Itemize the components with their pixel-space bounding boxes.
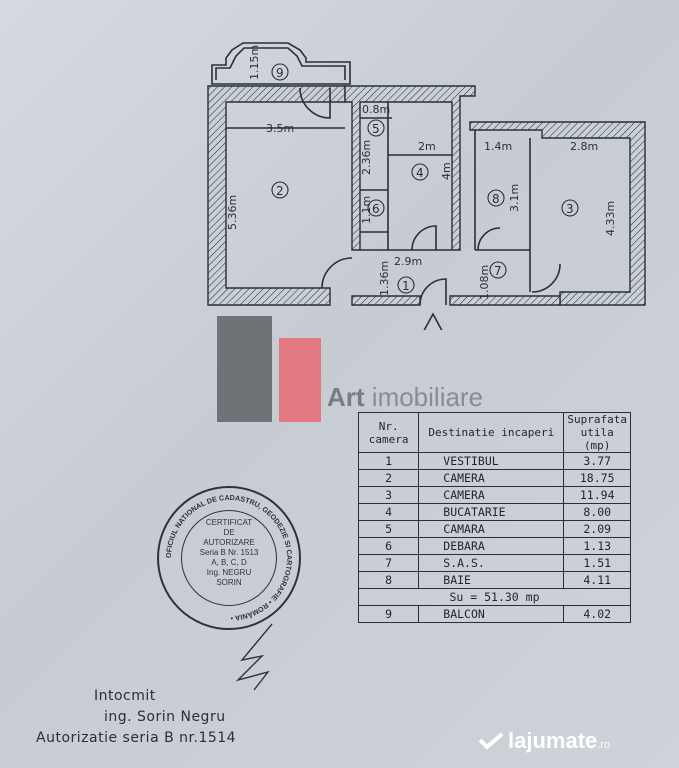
room-name: CAMERA bbox=[418, 486, 565, 504]
table-row: 5 CAMARA 2.09 bbox=[357, 520, 631, 538]
logo-gray-block bbox=[217, 316, 272, 422]
rooms-table: Nr. camera Destinatie incaperi Suprafata… bbox=[357, 412, 631, 623]
room-area: 8.00 bbox=[563, 503, 631, 521]
room-nr: 3 bbox=[357, 486, 420, 504]
room-area: 1.13 bbox=[563, 537, 631, 555]
dim-label: 0.8m bbox=[362, 103, 390, 116]
table-header-row: Nr. camera Destinatie incaperi Suprafata… bbox=[357, 412, 631, 453]
dim-label: 4.33m bbox=[604, 201, 617, 236]
room-nr: 5 bbox=[357, 520, 420, 538]
room-name: BALCON bbox=[418, 605, 565, 623]
room-name: CAMARA bbox=[418, 520, 565, 538]
table-row: 6 DEBARA 1.13 bbox=[357, 537, 631, 555]
wall-east bbox=[469, 121, 646, 306]
stamp-inner-circle bbox=[181, 510, 277, 606]
table-row: 3 CAMERA 11.94 bbox=[357, 486, 631, 504]
room-area: 18.75 bbox=[563, 469, 631, 487]
dim-label: 3.1m bbox=[508, 184, 521, 212]
room-number: 3 bbox=[566, 202, 574, 216]
table-row: 9 BALCON 4.02 bbox=[357, 605, 631, 623]
room-area: 2.09 bbox=[563, 520, 631, 538]
room-nr: 2 bbox=[357, 469, 420, 487]
room-nr: 9 bbox=[357, 605, 420, 623]
signer-line: Intocmit bbox=[94, 688, 156, 704]
signer-line: Autorizatie seria B nr.1514 bbox=[36, 730, 237, 746]
room-number: 8 bbox=[492, 192, 500, 206]
dim-label: 1.4m bbox=[484, 140, 512, 153]
room-name: DEBARA bbox=[418, 537, 565, 555]
table-row: 4 BUCATARIE 8.00 bbox=[357, 503, 631, 521]
room-nr: 6 bbox=[357, 537, 420, 555]
column-header: Destinatie incaperi bbox=[418, 412, 565, 453]
room-number: 5 bbox=[372, 122, 380, 136]
room-number: 9 bbox=[276, 66, 284, 80]
heart-check-icon bbox=[478, 732, 504, 750]
room-nr: 8 bbox=[357, 571, 420, 589]
dim-label: 2.8m bbox=[570, 140, 598, 153]
column-header: Nr. camera bbox=[357, 412, 420, 453]
room-name: CAMERA bbox=[418, 469, 565, 487]
dim-label: 2.36m bbox=[360, 140, 373, 175]
signer-block: Intocmit ing. Sorin Negru Autorizatie se… bbox=[36, 686, 236, 749]
room-number: 2 bbox=[276, 184, 284, 198]
room-nr: 1 bbox=[357, 452, 420, 470]
wall-middle bbox=[344, 85, 476, 251]
room-nr: 7 bbox=[357, 554, 420, 572]
dim-label: 1.36m bbox=[378, 261, 391, 296]
dim-label: 4m bbox=[440, 162, 453, 180]
dim-label: 3.5m bbox=[266, 122, 294, 135]
room-number: 1 bbox=[402, 279, 410, 293]
balcony-outline bbox=[211, 42, 351, 85]
room-area: 4.02 bbox=[563, 605, 631, 623]
signature bbox=[235, 623, 273, 691]
room-name: VESTIBUL bbox=[418, 452, 565, 470]
signer-line: ing. Sorin Negru bbox=[104, 709, 226, 725]
room-nr: 4 bbox=[357, 503, 420, 521]
room-number: 4 bbox=[416, 166, 424, 180]
room-area: 1.51 bbox=[563, 554, 631, 572]
dim-label: 2.9m bbox=[394, 255, 422, 268]
logo-red-block bbox=[279, 338, 321, 422]
dim-label: 5.36m bbox=[226, 195, 239, 230]
table-row: 8 BAIE 4.11 bbox=[357, 571, 631, 589]
table-row: 2 CAMERA 18.75 bbox=[357, 469, 631, 487]
room-name: S.A.S. bbox=[418, 554, 565, 572]
dim-label: 1.15m bbox=[248, 45, 261, 80]
room-area: 11.94 bbox=[563, 486, 631, 504]
table-row: 7 S.A.S. 1.51 bbox=[357, 554, 631, 572]
column-header: Suprafata utila (mp) bbox=[563, 412, 631, 453]
stamp-text: CERTIFICAT DE AUTORIZARE Seria B Nr. 151… bbox=[199, 518, 259, 587]
entrance-marker bbox=[423, 312, 443, 330]
floor-plan: 1.15m 3.5m 5.36m 0.8m 2.36m 2m 4m 1.4m 2… bbox=[207, 42, 646, 330]
dim-label: 2m bbox=[418, 140, 436, 153]
room-area: 4.11 bbox=[563, 571, 631, 589]
table-row: 1 VESTIBUL 3.77 bbox=[357, 452, 631, 470]
room-area: 3.77 bbox=[563, 452, 631, 470]
room-number: 7 bbox=[494, 264, 502, 278]
dim-label: 1.08m bbox=[478, 265, 491, 300]
room-number: 6 bbox=[372, 202, 380, 216]
authorization-stamp: OFICIUL NATIONAL DE CADASTRU, GEODEZIE S… bbox=[157, 486, 301, 630]
total-area: Su = 51.30 mp bbox=[358, 588, 631, 606]
room-name: BAIE bbox=[418, 571, 565, 589]
room-name: BUCATARIE bbox=[418, 503, 565, 521]
table-total-row: Su = 51.30 mp bbox=[358, 588, 631, 606]
watermark-logo: Art imobiliare bbox=[327, 382, 484, 412]
brand-watermark: lajumate.ro bbox=[478, 728, 610, 754]
